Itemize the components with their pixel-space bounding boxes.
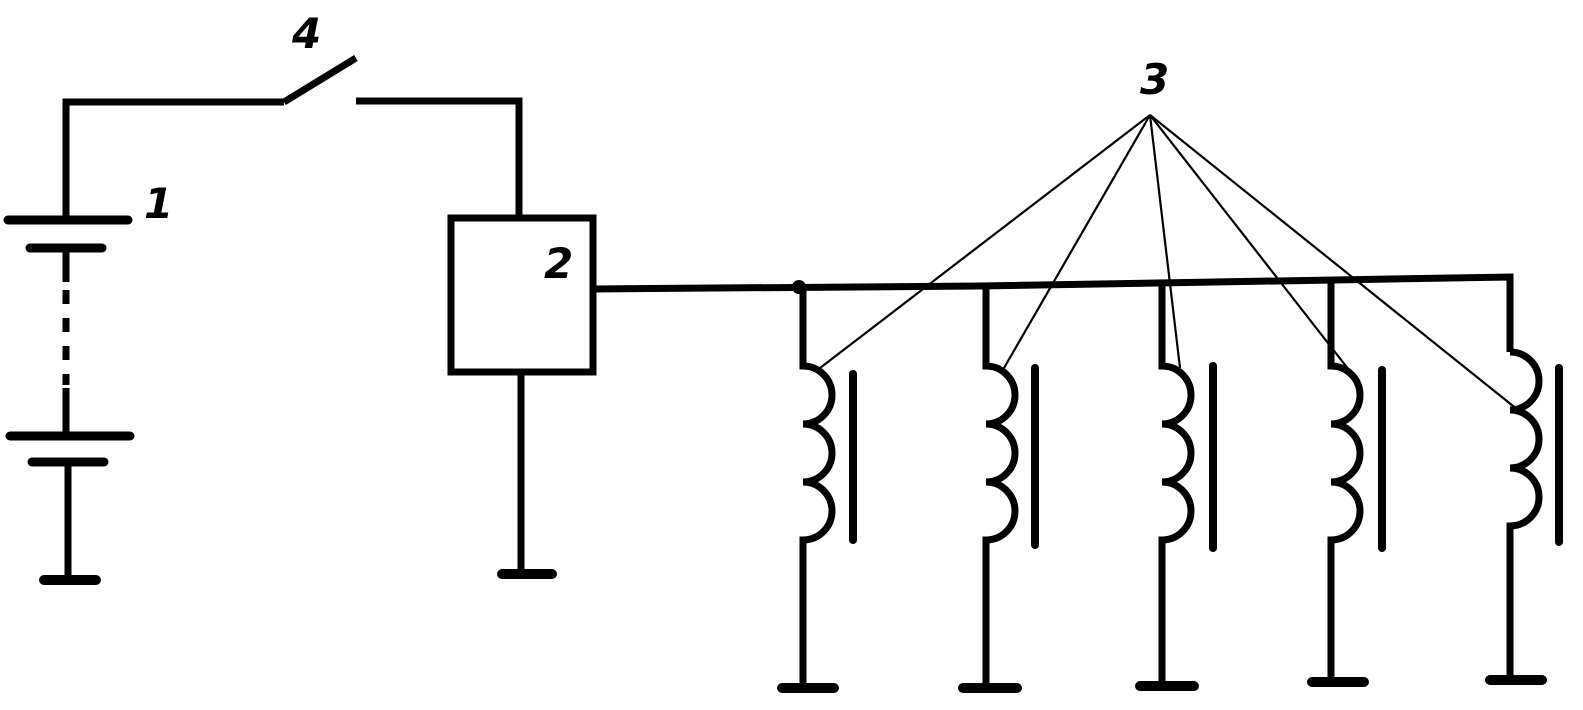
switch-right-wire [356, 101, 519, 218]
switch-blade [284, 58, 356, 102]
coil-2 [963, 286, 1035, 688]
output-bus [593, 277, 1510, 352]
coil-2-winding [986, 286, 1015, 688]
leader-line-coil-5 [1150, 115, 1528, 418]
coil-1 [782, 287, 853, 688]
coil-4 [1312, 280, 1382, 682]
coil-5-winding [1510, 352, 1539, 680]
battery [8, 102, 284, 580]
label-switch: 4 [291, 9, 321, 58]
switch [284, 58, 519, 218]
device-block [451, 218, 1510, 574]
coil-5 [1490, 352, 1559, 680]
leader-line-coil-4 [1150, 115, 1349, 370]
leader-line-coil-2 [1004, 115, 1150, 368]
label-battery: 1 [144, 179, 173, 228]
coil-1-winding [803, 287, 832, 688]
coil-4-winding [1331, 280, 1360, 682]
label-coils: 3 [1140, 55, 1169, 104]
label-device: 2 [544, 239, 573, 288]
label-3-leader-lines [820, 115, 1528, 418]
battery-top-wire [66, 102, 284, 218]
